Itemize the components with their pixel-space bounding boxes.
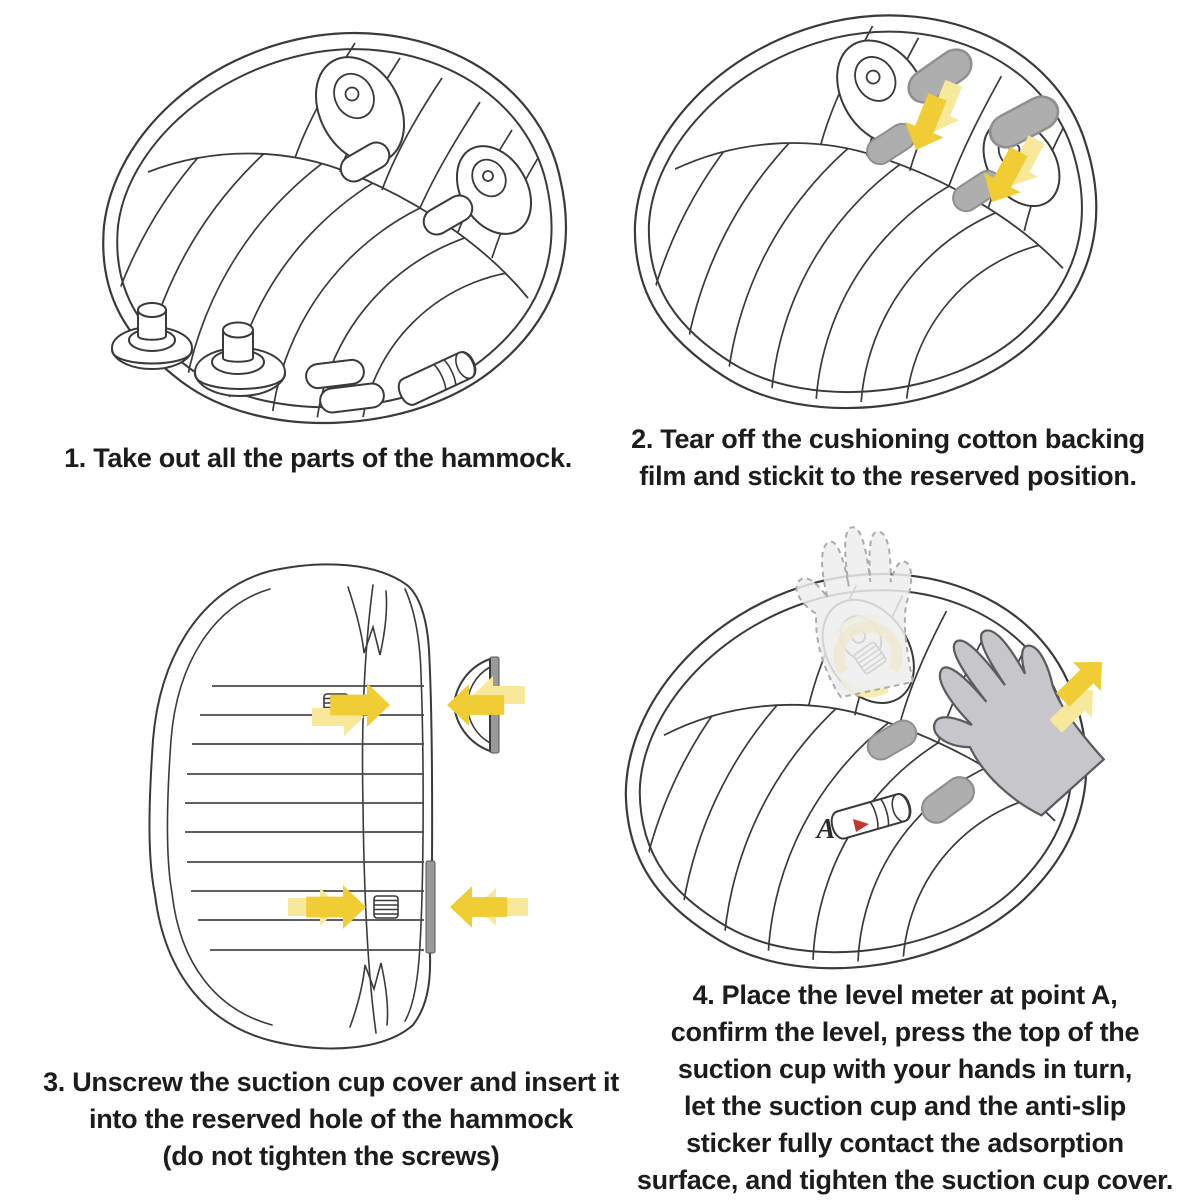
step2-caption: 2. Tear off the cushioning cotton backin… bbox=[631, 424, 1145, 491]
step1-caption: 1. Take out all the parts of the hammock… bbox=[64, 443, 572, 473]
suction-cup-part-2 bbox=[194, 321, 286, 397]
step1-illustration bbox=[60, 10, 580, 430]
step2-illustration bbox=[620, 10, 1200, 425]
arrow-icon bbox=[450, 886, 528, 928]
arrow-icon bbox=[312, 683, 390, 736]
level-meter-part bbox=[393, 347, 481, 410]
step4-caption: 4. Place the level meter at point A, con… bbox=[636, 980, 1174, 1195]
level-meter bbox=[827, 790, 915, 842]
screw bbox=[373, 895, 399, 919]
step4-illustration: A bbox=[610, 500, 1200, 975]
hammock-front-view bbox=[148, 563, 434, 1050]
step3-caption: 3. Unscrew the suction cup cover and ins… bbox=[43, 1067, 619, 1171]
hammock-drawing bbox=[620, 10, 1200, 425]
hammock-straps bbox=[185, 685, 424, 951]
suction-cup-part-1 bbox=[111, 302, 193, 370]
red-level-mark bbox=[853, 819, 869, 832]
cushion-pad-part-2 bbox=[319, 382, 385, 414]
suction-cup-edge-on bbox=[425, 860, 436, 954]
step3-illustration bbox=[148, 563, 528, 1050]
point-a-label: A bbox=[815, 814, 836, 845]
cushion-pad-part-1 bbox=[305, 358, 365, 390]
reserved-slot bbox=[334, 136, 479, 241]
